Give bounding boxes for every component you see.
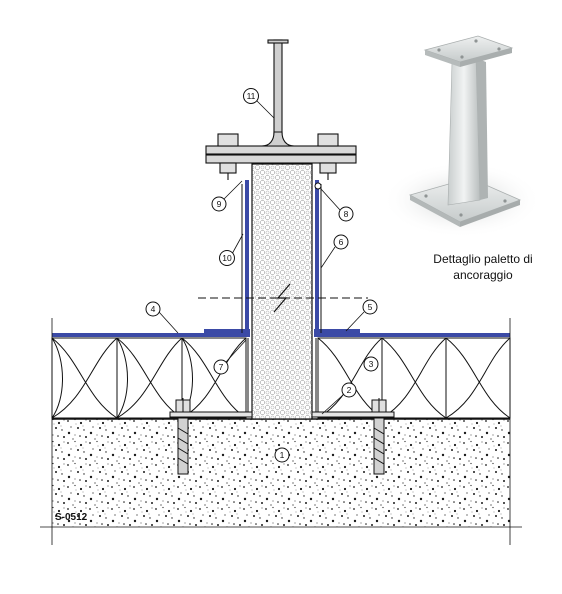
post-core — [251, 163, 313, 420]
callout-2: 2 — [321, 382, 357, 415]
svg-text:1: 1 — [280, 450, 285, 460]
svg-text:2: 2 — [347, 385, 352, 395]
break-line — [198, 283, 368, 313]
callout-8: 8 — [320, 188, 354, 222]
callout-5: 5 — [345, 299, 378, 332]
callout-3: 3 — [363, 356, 379, 372]
base-angle-plates — [169, 411, 395, 418]
caption-line-2: ancoraggio — [453, 268, 513, 282]
callout-6: 6 — [320, 234, 349, 269]
callout-1: 1 — [274, 447, 290, 463]
svg-text:4: 4 — [151, 304, 156, 314]
sleeve-sheet — [241, 184, 322, 416]
callout-10: 10 — [219, 233, 244, 266]
svg-text:8: 8 — [344, 209, 349, 219]
svg-text:5: 5 — [368, 302, 373, 312]
svg-text:6: 6 — [339, 237, 344, 247]
svg-text:11: 11 — [247, 91, 256, 101]
caption-line-1: Dettaglio paletto di — [433, 252, 533, 266]
anchor-bolt-left — [175, 398, 191, 475]
svg-text:7: 7 — [219, 362, 224, 372]
svg-text:10: 10 — [222, 253, 232, 263]
concrete-slab — [52, 418, 510, 527]
drawing-code: S-0512 — [55, 512, 88, 523]
insulation-left — [51, 337, 247, 419]
anchor-bolt-right — [371, 398, 387, 475]
insulation-right — [317, 337, 511, 419]
steel-head — [205, 39, 357, 180]
callout-4: 4 — [145, 301, 179, 334]
callout-11: 11 — [243, 88, 275, 119]
callout-9: 9 — [211, 180, 243, 212]
render-caption: Dettaglio paletto di ancoraggio — [408, 251, 558, 283]
waterproof-membrane — [52, 180, 510, 337]
svg-text:9: 9 — [217, 199, 222, 209]
extension-lines — [40, 318, 522, 545]
svg-text:3: 3 — [369, 359, 374, 369]
fixing-screw — [314, 182, 322, 190]
anchor-post-render — [382, 35, 542, 238]
callout-7: 7 — [213, 339, 247, 375]
